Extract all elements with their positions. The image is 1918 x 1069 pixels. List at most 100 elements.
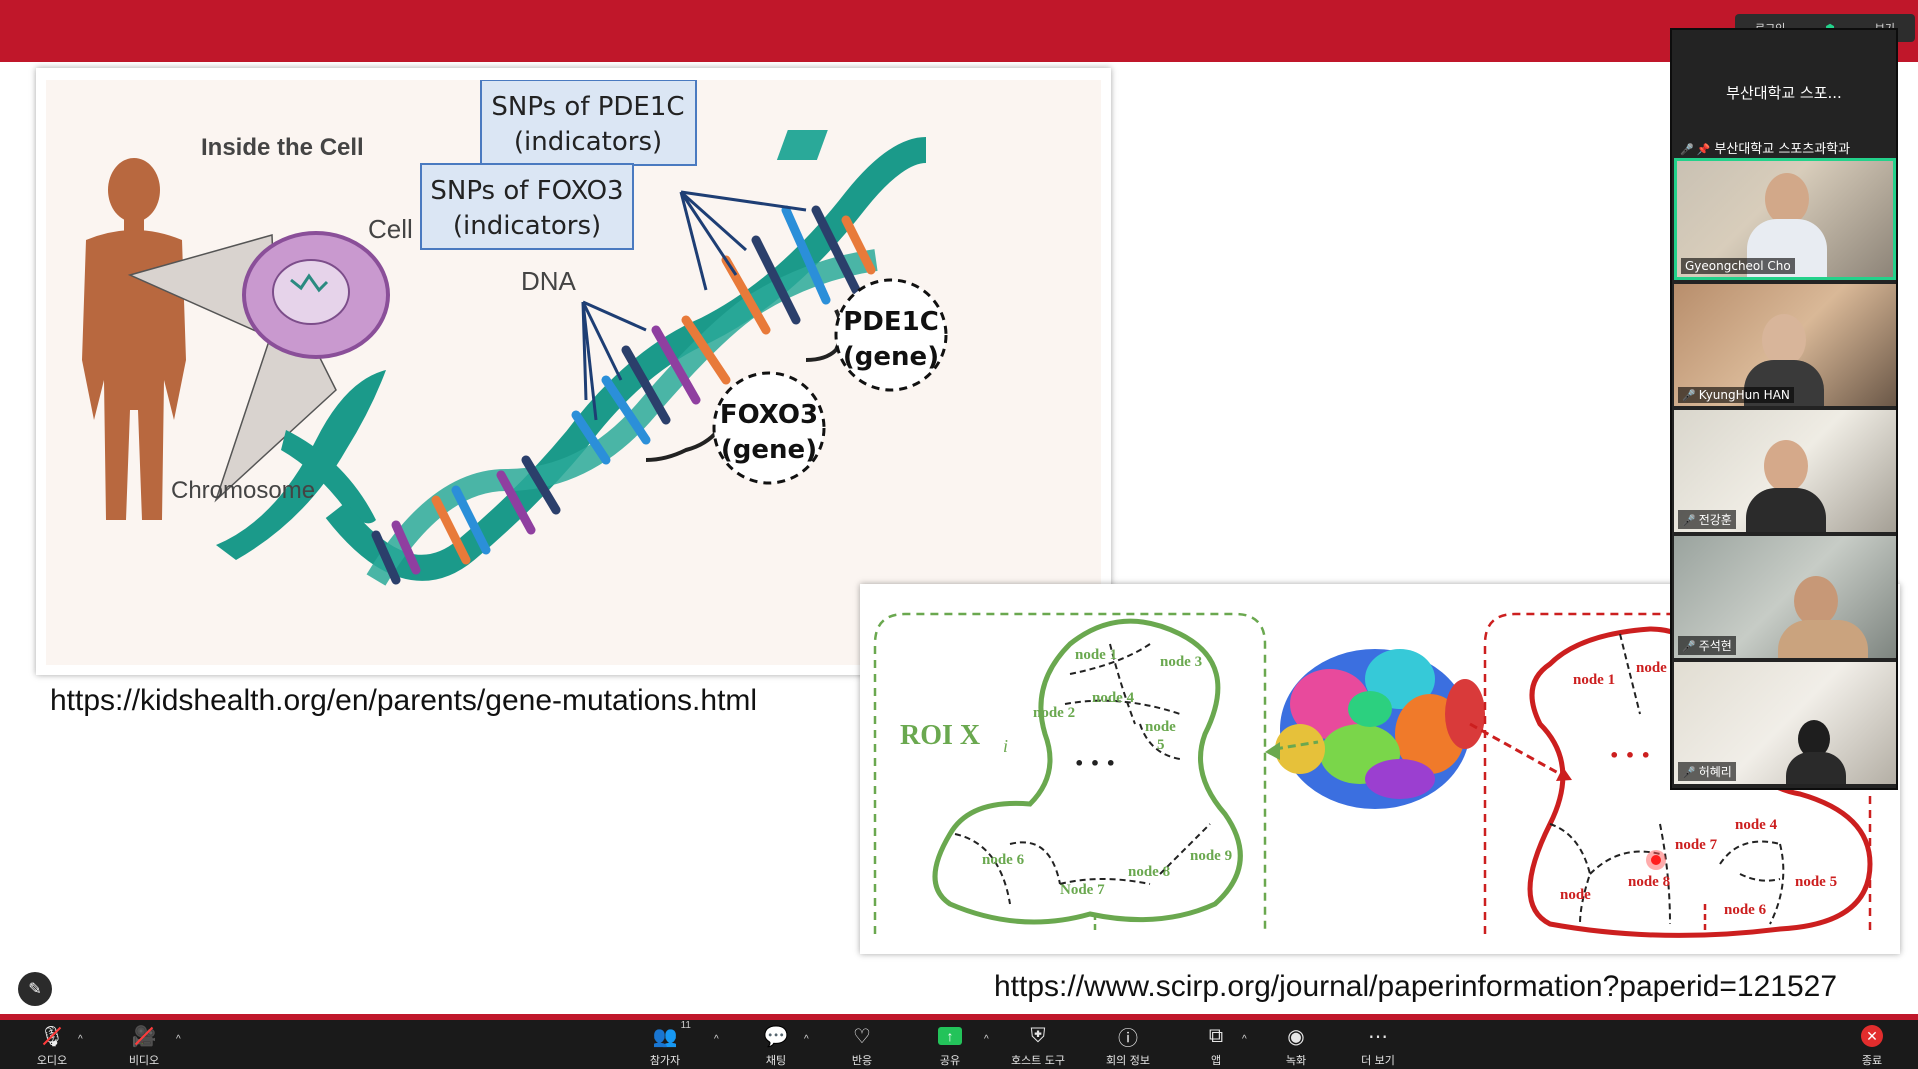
close-icon: ✕ [1858,1022,1886,1050]
left-node-label: node 9 [1190,848,1232,864]
person-silhouette [82,158,186,520]
camera-off-icon: 🎥 [130,1022,158,1050]
right-node-label: node 1 [1573,672,1615,688]
left-node-label: node 3 [1160,654,1202,670]
participant-name-row: 🎤허혜리 [1678,762,1736,781]
participant-name: 주석현 [1698,639,1732,653]
pde1c-gene-name: PDE1C [843,307,939,337]
audio-options-caret-icon[interactable]: ^ [78,1034,83,1045]
mic-muted-icon: 🎤 [1682,766,1696,779]
chromosome-label: Chromosome [171,477,315,504]
source-url-scirp: https://www.scirp.org/journal/paperinfor… [994,970,1838,1003]
inside-cell-label: Inside the Cell [201,134,364,161]
shared-slide: Inside the Cell Cell DNA Chromosome SNPs… [0,62,1918,1014]
snp-pde1c-subtitle: (indicators) [514,127,662,157]
participant-name: KyungHun HAN [1698,388,1790,402]
end-meeting-button[interactable]: ✕ 종료 [1832,1022,1912,1068]
record-button[interactable]: ◉ 녹화 [1256,1022,1336,1068]
participant-name-row: 🎤주석현 [1678,636,1736,655]
participant-name: 전강훈 [1698,513,1732,527]
participant-name-row: 🎤전강훈 [1678,510,1736,529]
video-tile[interactable]: Gyeongcheol Cho [1674,158,1896,280]
snp-foxo3-subtitle: (indicators) [453,211,601,241]
roi-left-ellipsis: • • • [1074,754,1116,773]
more-button[interactable]: ⋯ 더 보기 [1338,1022,1418,1068]
record-icon: ◉ [1287,1025,1305,1048]
reactions-label: 반응 [851,1054,873,1067]
mic-muted-icon: 🎙 [38,1022,66,1050]
video-button[interactable]: 🎥 비디오 [104,1022,184,1068]
chat-label: 채팅 [765,1054,787,1067]
participants-button[interactable]: 👥11 참가자 [625,1020,705,1068]
video-tile[interactable]: 🎤허혜리 [1674,662,1896,784]
apps-icon: ⧉ [1208,1024,1224,1047]
people-icon: 👥11 [652,1020,691,1048]
right-node-label: node 8 [1628,874,1670,890]
left-node-label: node 8 [1128,864,1170,880]
mic-muted-icon: 🎤 [1680,143,1694,156]
toolbar-accent-line [0,1014,1918,1020]
audio-button[interactable]: 🎙 오디오 [12,1022,92,1068]
participants-options-caret-icon[interactable]: ^ [714,1034,719,1045]
participants-label: 참가자 [649,1054,681,1067]
participants-panel: 부산대학교 스포... 🎤📌부산대학교 스포츠과학과 Gyeongcheol C… [1670,28,1898,790]
meeting-toolbar: 🎙 오디오 ^ 🎥 비디오 ^ 👥11 참가자 ^ 💬 채팅 ^ ♡ 반응 ↑ … [0,1020,1918,1069]
pin-icon: 📌 [1696,143,1711,156]
cell-label: Cell [368,214,413,244]
apps-button[interactable]: ⧉ 앱 [1176,1022,1256,1068]
participant-name-row: 🎤KyungHun HAN [1678,387,1794,403]
mic-muted-icon: 🎤 [1682,640,1696,653]
chat-button[interactable]: 💬 채팅 [736,1022,816,1068]
left-node-label: node 2 [1033,705,1075,721]
chat-options-caret-icon[interactable]: ^ [804,1034,809,1045]
right-node-label: node [1560,887,1591,903]
record-label: 녹화 [1285,1054,1307,1067]
snp-foxo3-title: SNPs of FOXO3 [430,176,623,206]
snp-pde1c-title: SNPs of PDE1C [491,92,684,122]
video-tile[interactable]: 🎤전강훈 [1674,410,1896,532]
right-node-label: node 7 [1675,837,1718,853]
left-node-label: 5 [1157,737,1165,753]
audio-label: 오디오 [36,1054,68,1067]
meeting-title: 부산대학교 스포... [1726,84,1842,102]
share-options-caret-icon[interactable]: ^ [984,1034,989,1045]
host-tools-label: 호스트 도구 [1010,1054,1066,1067]
right-node-label: node 4 [1735,817,1778,833]
reactions-button[interactable]: ♡ 반응 [822,1022,902,1068]
left-node-label: node 1 [1075,647,1117,663]
host-tools-button[interactable]: ⛨ 호스트 도구 [998,1022,1078,1068]
roi-right-ellipsis: • • • [1609,746,1651,765]
participant-name: 허혜리 [1698,765,1732,779]
pde1c-gene-tag: (gene) [843,342,939,372]
right-node-label: node 6 [1724,902,1767,918]
video-tile[interactable]: 🎤KyungHun HAN [1674,284,1896,406]
meeting-info-button[interactable]: ⓘ 회의 정보 [1088,1022,1168,1068]
mic-muted-icon: 🎤 [1682,389,1696,402]
dna-label: DNA [521,266,577,296]
apps-options-caret-icon[interactable]: ^ [1242,1034,1247,1045]
left-node-label: node 4 [1092,690,1135,706]
top-banner [0,0,1918,62]
participants-count: 11 [680,1020,691,1031]
left-node-label: Node 7 [1060,882,1105,898]
video-tile[interactable]: 🎤주석현 [1674,536,1896,658]
roi-subscript: i [1003,736,1008,756]
dna-figure: Inside the Cell Cell DNA Chromosome SNPs… [36,68,1111,675]
more-label: 더 보기 [1361,1054,1395,1067]
apps-label: 앱 [1210,1054,1222,1067]
share-label: 공유 [939,1054,961,1067]
video-label: 비디오 [128,1054,160,1067]
source-url-kidshealth: https://kidshealth.org/en/parents/gene-m… [50,684,758,717]
meeting-info-label: 회의 정보 [1106,1054,1150,1067]
pinned-participant-name: 부산대학교 스포츠과학과 [1714,142,1851,157]
end-label: 종료 [1861,1054,1883,1067]
brain-image [1275,649,1485,809]
foxo3-gene-tag: (gene) [721,435,817,465]
dna-illustration: Inside the Cell Cell DNA Chromosome SNPs… [46,80,1101,665]
right-node-label: node 5 [1795,874,1837,890]
foxo3-gene-name: FOXO3 [720,400,818,430]
share-button[interactable]: ↑ 공유 [910,1022,990,1068]
annotate-pen-icon[interactable]: ✎ [18,972,52,1006]
participant-name: Gyeongcheol Cho [1681,258,1795,274]
video-options-caret-icon[interactable]: ^ [176,1034,181,1045]
